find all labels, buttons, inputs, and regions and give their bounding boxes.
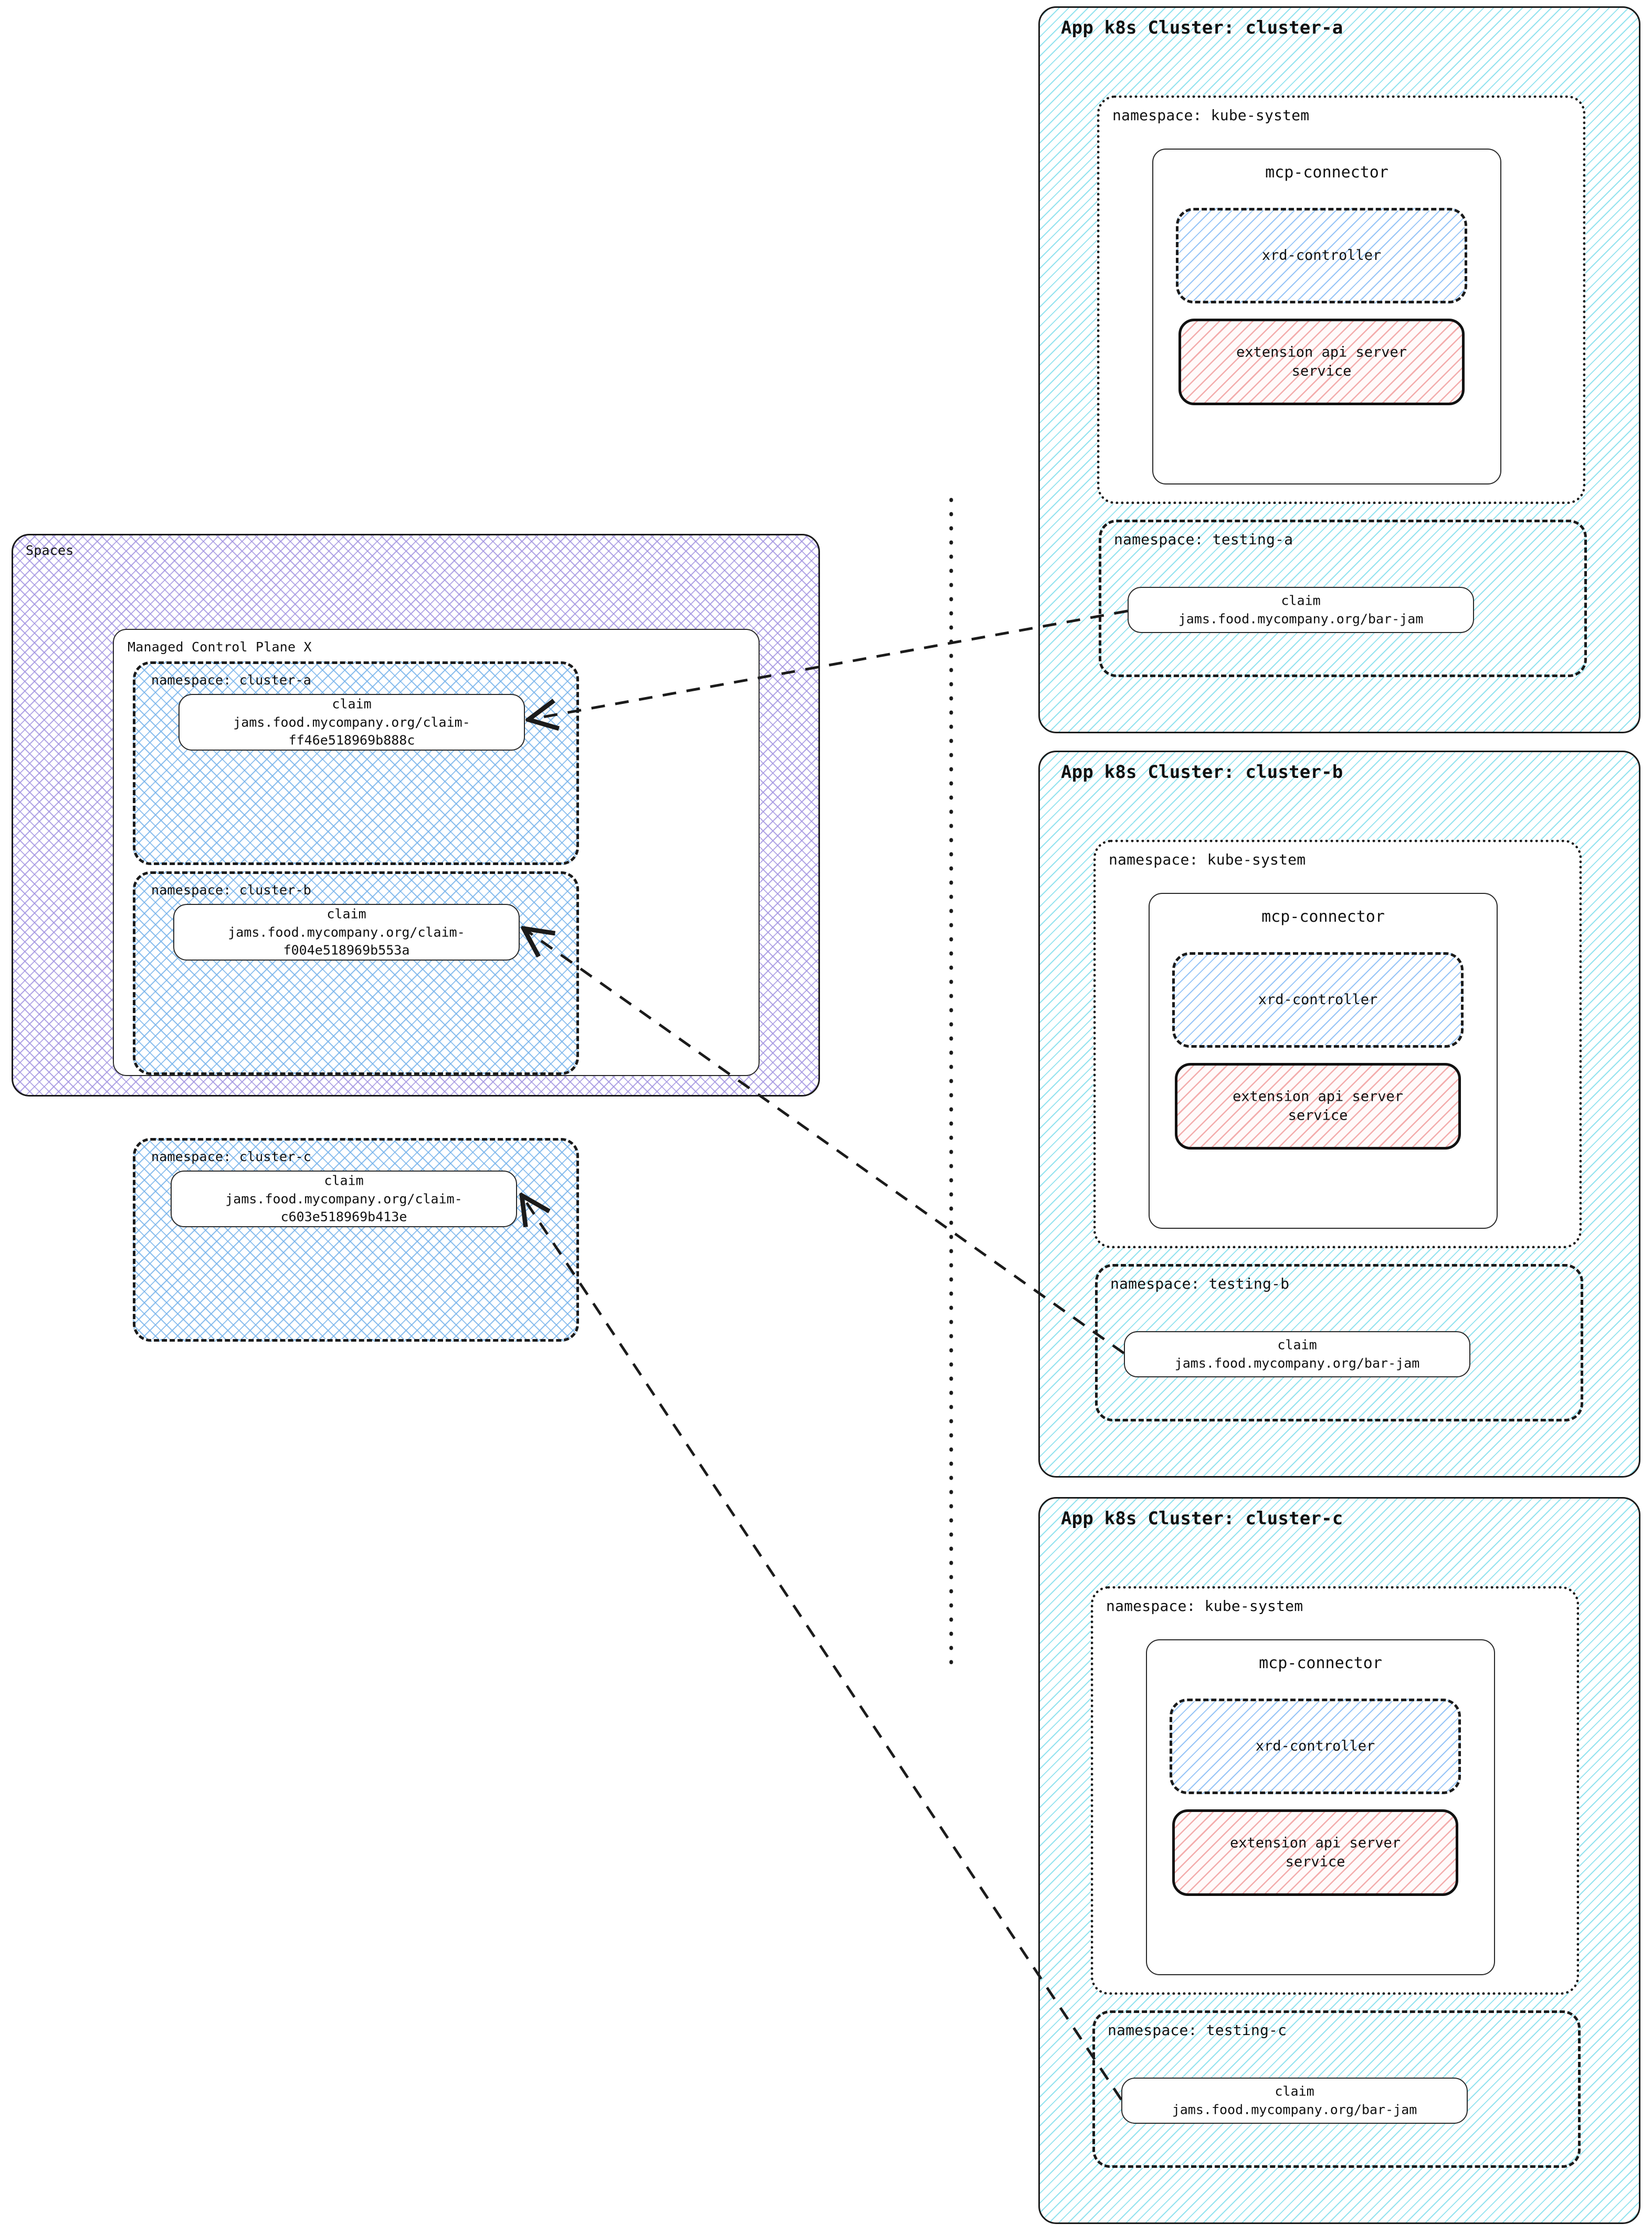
namespace-label: namespace: testing-b (1110, 1275, 1290, 1292)
xrd-controller-label: xrd-controller (1261, 247, 1382, 264)
claim-box-testing-b[interactable]: claim jams.food.mycompany.org/bar-jam (1124, 1331, 1470, 1377)
claim-kind: claim (1281, 593, 1321, 608)
claim-kind: claim (332, 696, 372, 712)
namespace-label: namespace: testing-c (1108, 2021, 1287, 2039)
xrd-controller-label: xrd-controller (1255, 1737, 1375, 1754)
mcp-connector-title: mcp-connector (1259, 1654, 1382, 1672)
claim-ref: jams.food.mycompany.org/claim-f004e51896… (228, 924, 465, 958)
mcp-namespace-cluster-c: namespace: cluster-c (133, 1138, 579, 1342)
claim-ref: jams.food.mycompany.org/claim-c603e51896… (225, 1190, 462, 1225)
claim-content: claim jams.food.mycompany.org/claim-ff46… (180, 695, 524, 750)
mcp-connector-a: mcp-connector (1152, 149, 1501, 484)
xrd-controller-b: xrd-controller (1172, 952, 1464, 1048)
xrd-controller-label: xrd-controller (1258, 991, 1378, 1008)
api-line-2: service (1285, 1853, 1345, 1870)
claim-box-mcp-cluster-b[interactable]: claim jams.food.mycompany.org/claim-f004… (173, 904, 520, 961)
namespace-label: namespace: cluster-b (151, 882, 312, 898)
api-line-2: service (1291, 363, 1352, 380)
claim-ref: jams.food.mycompany.org/bar-jam (1178, 611, 1424, 626)
claim-box-testing-c[interactable]: claim jams.food.mycompany.org/bar-jam (1121, 2078, 1468, 2124)
namespace-label: namespace: kube-system (1112, 107, 1310, 124)
claim-content: claim jams.food.mycompany.org/bar-jam (1125, 1336, 1469, 1373)
claim-content: claim jams.food.mycompany.org/claim-c603… (172, 1172, 516, 1226)
mcp-connector-title: mcp-connector (1265, 163, 1388, 182)
claim-kind: claim (324, 1173, 364, 1188)
control-plane-label: Managed Control Plane X (128, 639, 312, 655)
claim-kind: claim (1275, 2083, 1314, 2099)
mcp-connector-c: mcp-connector (1146, 1639, 1495, 1975)
namespace-label: namespace: kube-system (1106, 1597, 1303, 1615)
claim-kind: claim (1277, 1337, 1317, 1353)
claim-box-mcp-cluster-c[interactable]: claim jams.food.mycompany.org/claim-c603… (171, 1171, 517, 1227)
claim-kind: claim (327, 906, 366, 922)
api-line-1: extension api server (1236, 344, 1407, 361)
extension-api-server-b: extension api server service (1175, 1063, 1461, 1150)
claim-content: claim jams.food.mycompany.org/bar-jam (1122, 2083, 1467, 2119)
namespace-label: namespace: testing-a (1114, 531, 1293, 548)
extension-api-server-label: extension api server service (1177, 1087, 1458, 1125)
cluster-title: App k8s Cluster: cluster-c (1061, 1508, 1343, 1529)
xrd-controller-a: xrd-controller (1176, 208, 1467, 303)
claim-ref: jams.food.mycompany.org/claim-ff46e51896… (233, 714, 470, 748)
sync-arrow-cluster-c (523, 1198, 1123, 2101)
claim-ref: jams.food.mycompany.org/bar-jam (1172, 2102, 1417, 2117)
cluster-title: App k8s Cluster: cluster-a (1061, 17, 1343, 38)
extension-api-server-a: extension api server service (1179, 319, 1465, 405)
claim-ref: jams.food.mycompany.org/bar-jam (1174, 1355, 1420, 1371)
mcp-connector-title: mcp-connector (1261, 908, 1385, 926)
api-line-1: extension api server (1229, 1835, 1401, 1851)
mcp-namespace-cluster-b: namespace: cluster-b (133, 871, 579, 1075)
extension-api-server-c: extension api server service (1172, 1809, 1458, 1896)
mcp-connector-b: mcp-connector (1149, 893, 1498, 1229)
api-line-2: service (1288, 1107, 1348, 1124)
extension-api-server-label: extension api server service (1175, 1833, 1456, 1872)
namespace-label: namespace: cluster-a (151, 672, 312, 688)
spaces-label: Spaces (26, 543, 74, 558)
claim-content: claim jams.food.mycompany.org/claim-f004… (174, 905, 519, 960)
cluster-title: App k8s Cluster: cluster-b (1061, 762, 1343, 783)
api-line-1: extension api server (1232, 1088, 1404, 1105)
claim-box-testing-a[interactable]: claim jams.food.mycompany.org/bar-jam (1128, 587, 1474, 633)
mcp-namespace-cluster-a: namespace: cluster-a (133, 661, 579, 865)
xrd-controller-c: xrd-controller (1170, 1699, 1461, 1794)
extension-api-server-label: extension api server service (1181, 343, 1462, 381)
claim-box-mcp-cluster-a[interactable]: claim jams.food.mycompany.org/claim-ff46… (178, 694, 525, 751)
claim-content: claim jams.food.mycompany.org/bar-jam (1129, 592, 1473, 628)
namespace-label: namespace: cluster-c (151, 1149, 312, 1164)
namespace-label: namespace: kube-system (1109, 851, 1306, 868)
